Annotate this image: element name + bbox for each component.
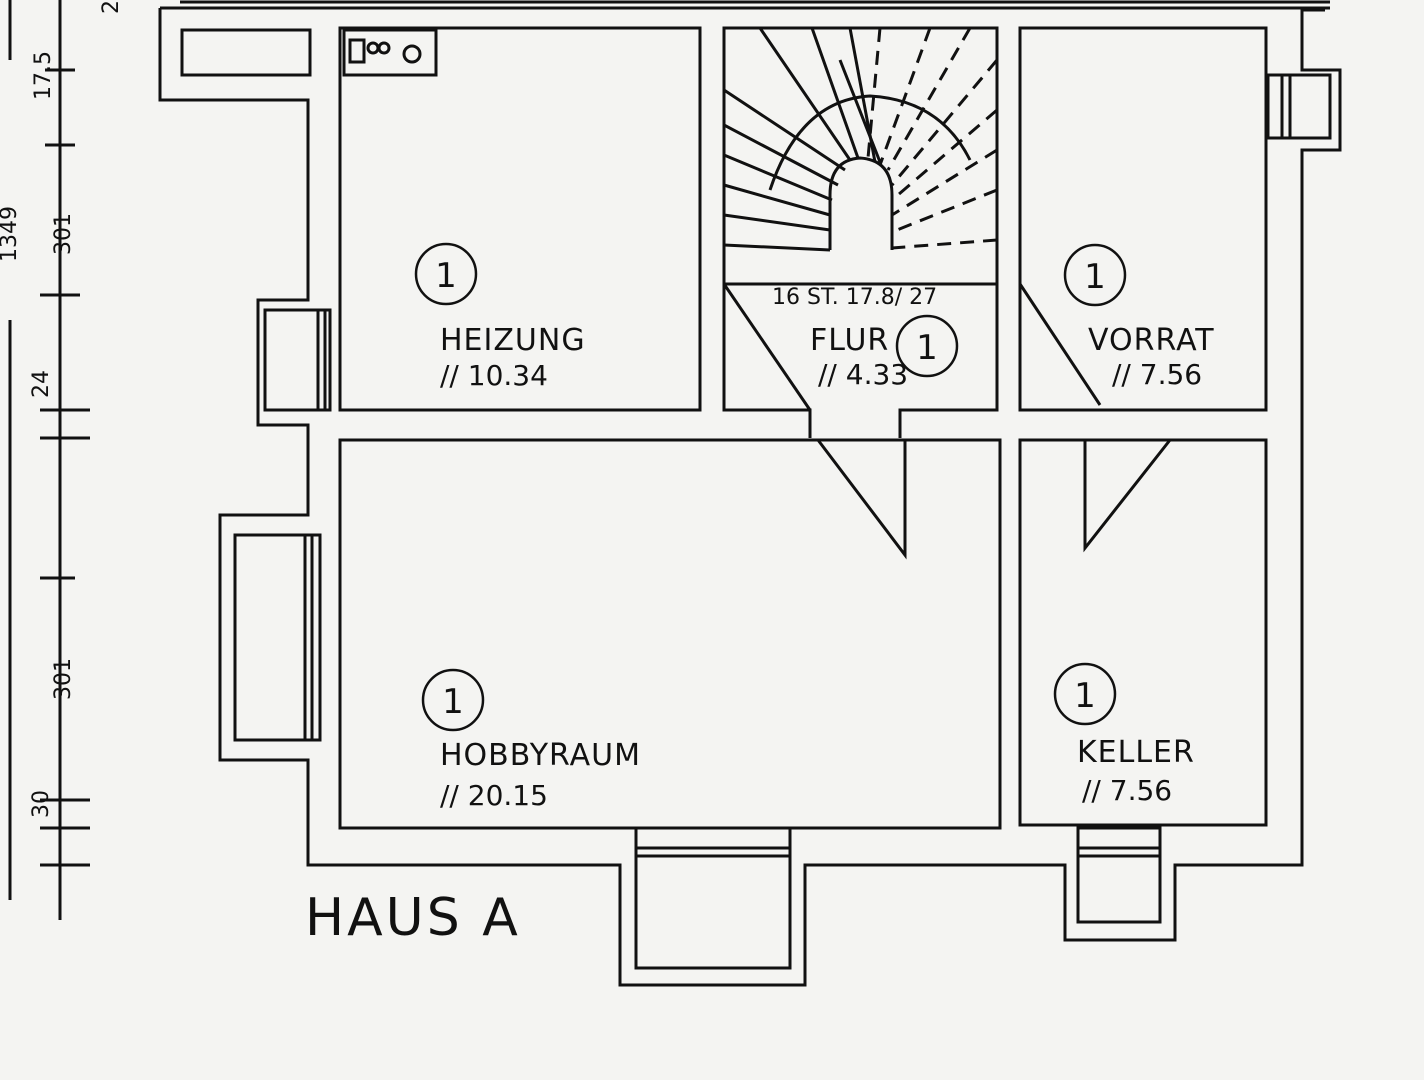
marker-flur-label: 1 xyxy=(916,328,938,368)
window-heizung xyxy=(263,308,332,412)
door-vorrat xyxy=(1018,283,1102,406)
stair-treads xyxy=(723,27,999,252)
dim-301-bottom: 301 xyxy=(51,658,76,700)
marker-keller-label: 1 xyxy=(1074,676,1096,716)
dimension-line xyxy=(8,0,90,920)
plan-title: HAUS A xyxy=(305,888,521,948)
room-name-flur: FLUR xyxy=(810,323,889,358)
storage-box xyxy=(180,28,312,77)
heizung-outline xyxy=(338,26,702,412)
hobbyraum-outline xyxy=(338,438,1002,830)
room-area-hobbyraum: // 20.15 xyxy=(440,779,548,812)
marker-hobbyraum xyxy=(421,668,485,732)
marker-vorrat-label: 1 xyxy=(1084,257,1106,297)
marker-heizung xyxy=(414,242,478,306)
dim-17-5: 17.5 xyxy=(31,51,56,100)
room-area-heizung: // 10.34 xyxy=(440,359,548,392)
dim-30: 30 xyxy=(29,790,54,818)
room-area-keller: // 7.56 xyxy=(1082,774,1172,807)
stair-well xyxy=(828,156,894,250)
outer-wall xyxy=(158,8,1342,987)
room-area-vorrat: // 7.56 xyxy=(1112,358,1202,391)
marker-vorrat xyxy=(1063,243,1127,307)
marker-heizung-label: 1 xyxy=(435,256,457,296)
stair-spec: 16 ST. 17.8/ 27 xyxy=(772,285,937,310)
room-name-vorrat: VORRAT xyxy=(1088,323,1215,358)
keller-outline xyxy=(1018,438,1268,827)
room-area-flur: // 4.33 xyxy=(818,358,908,391)
marker-hobbyraum-label: 1 xyxy=(442,682,464,722)
dim-total: 1349 xyxy=(0,206,22,262)
vorrat-outline xyxy=(1018,26,1268,412)
marker-keller xyxy=(1053,662,1117,726)
window-vorrat xyxy=(1266,73,1332,140)
boiler-box xyxy=(342,28,438,77)
room-name-heizung: HEIZUNG xyxy=(440,323,586,358)
window-hobby xyxy=(233,533,322,742)
door-heizung xyxy=(722,283,812,411)
top-wall xyxy=(160,0,1330,10)
room-name-keller: KELLER xyxy=(1077,735,1195,770)
marker-flur xyxy=(895,314,959,378)
window-keller xyxy=(1076,826,1162,924)
dim-2: 2 xyxy=(99,0,124,14)
room-name-hobbyraum: HOBBYRAUM xyxy=(440,738,641,773)
dim-24: 24 xyxy=(29,370,54,398)
window-bottom xyxy=(634,826,792,970)
flur-outline xyxy=(722,284,999,438)
door-hobby xyxy=(816,439,907,560)
door-keller xyxy=(1083,439,1172,553)
dim-301-top: 301 xyxy=(51,213,76,255)
